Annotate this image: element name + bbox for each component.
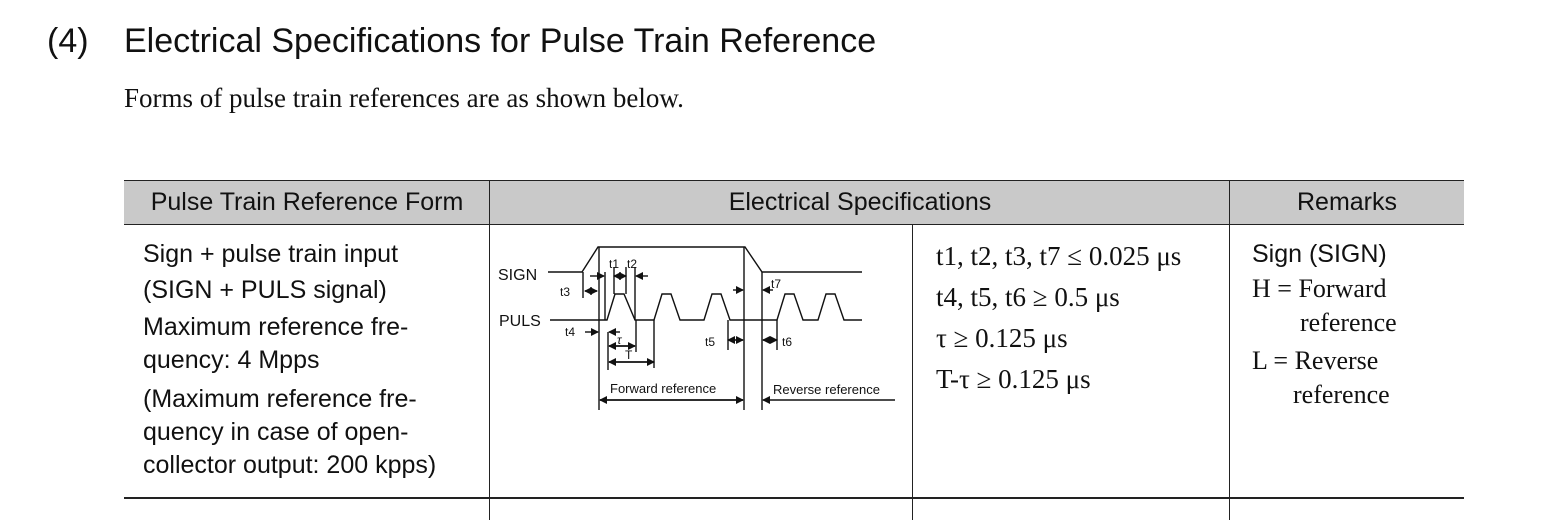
form-line: quency: 4 Mpps xyxy=(143,346,320,374)
remarks-l-line: L = Reverse xyxy=(1252,346,1379,375)
form-line: quency in case of open- xyxy=(143,418,409,446)
spec-line: t4, t5, t6 ≥ 0.5 μs xyxy=(936,282,1120,312)
form-line: Maximum reference fre- xyxy=(143,313,409,341)
form-description: Sign + pulse train input (SIGN + PULS si… xyxy=(143,236,436,482)
t1-label: t1 xyxy=(609,257,619,271)
spec-line: τ ≥ 0.125 μs xyxy=(936,323,1068,353)
column-divider xyxy=(489,180,490,520)
remarks-title: Sign (SIGN) xyxy=(1252,240,1387,268)
spec-values: t1, t2, t3, t7 ≤ 0.025 μs t4, t5, t6 ≥ 0… xyxy=(936,236,1181,400)
remarks-h-line: reference xyxy=(1300,308,1397,337)
t6-label: t6 xyxy=(782,335,792,349)
remarks-l-line: reference xyxy=(1293,380,1390,409)
t3-label: t3 xyxy=(560,285,570,299)
tau-label: τ xyxy=(617,333,623,347)
spec-table: Pulse Train Reference Form Electrical Sp… xyxy=(124,180,1464,520)
t4-label: t4 xyxy=(565,325,575,339)
column-header-form: Pulse Train Reference Form xyxy=(124,180,490,225)
reverse-reference-label: Reverse reference xyxy=(773,382,880,397)
timing-diagram: SIGN PULS t1 t2 t3 t4 t5 t6 t7 τ T Forwa… xyxy=(498,246,895,410)
t5-label: t5 xyxy=(705,335,715,349)
section-number: (4) xyxy=(47,22,89,60)
period-label: T xyxy=(625,348,633,362)
sign-label: SIGN xyxy=(498,267,537,284)
puls-waveform xyxy=(550,293,862,321)
column-header-specs: Electrical Specifications xyxy=(490,180,1230,225)
t2-label: t2 xyxy=(627,257,637,271)
form-line: (Maximum reference fre- xyxy=(143,385,417,413)
t7-label: t7 xyxy=(771,277,781,291)
remarks-h-line: H = Forward xyxy=(1252,274,1387,303)
remarks: Sign (SIGN) H = Forward reference L = Re… xyxy=(1252,236,1397,412)
forward-reference-label: Forward reference xyxy=(610,381,716,396)
puls-label: PULS xyxy=(499,313,541,330)
intro-text: Forms of pulse train references are as s… xyxy=(124,83,684,113)
sign-waveform xyxy=(548,246,862,273)
form-line: (SIGN + PULS signal) xyxy=(143,276,387,304)
column-header-remarks: Remarks xyxy=(1230,180,1464,225)
form-line: collector output: 200 kpps) xyxy=(143,451,437,479)
column-divider xyxy=(1229,180,1230,520)
row-divider xyxy=(124,497,1464,499)
form-line: Sign + pulse train input xyxy=(143,240,399,268)
section-title: Electrical Specifications for Pulse Trai… xyxy=(124,22,877,60)
spec-line: T-τ ≥ 0.125 μs xyxy=(936,364,1091,394)
column-divider xyxy=(912,225,913,520)
spec-line: t1, t2, t3, t7 ≤ 0.025 μs xyxy=(936,241,1182,271)
